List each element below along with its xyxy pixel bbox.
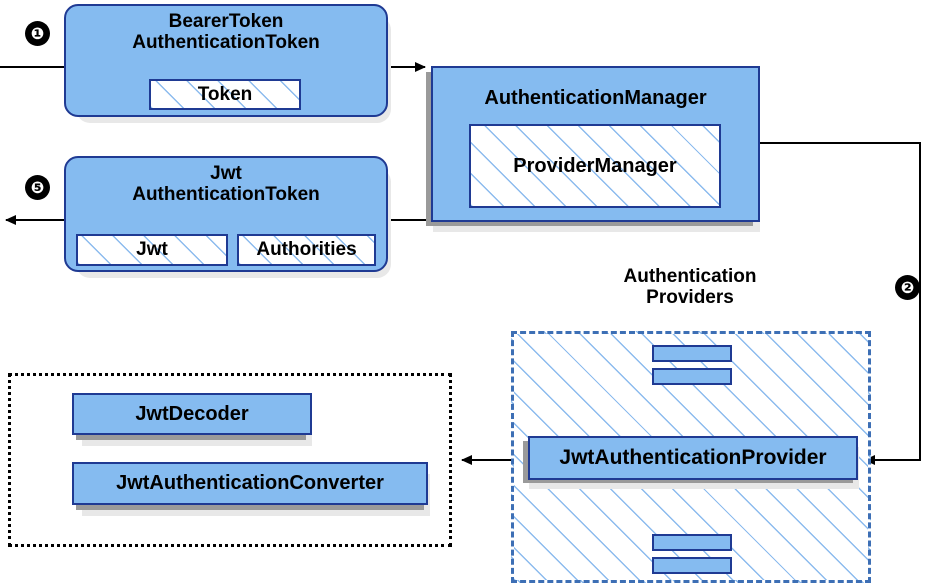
jwt-token-title-line1: Jwt bbox=[210, 163, 242, 184]
step-badge-1: ❶ bbox=[25, 21, 50, 46]
auth-manager-compartment-providermanager: ProviderManager bbox=[469, 124, 721, 208]
authentication-providers-caption: Authentication Providers bbox=[590, 266, 790, 309]
provider-manager-label: ProviderManager bbox=[513, 154, 677, 177]
provider-placeholder-bar-top-2 bbox=[652, 368, 732, 385]
jwt-decoder-label: JwtDecoder bbox=[135, 402, 249, 425]
bearer-token-compartment-token: Token bbox=[149, 79, 301, 110]
bearer-token-title-line1: BearerToken bbox=[168, 11, 284, 32]
jwt-provider-label: JwtAuthenticationProvider bbox=[559, 446, 827, 469]
provider-placeholder-bar-top-1 bbox=[652, 345, 732, 362]
auth-manager-title: AuthenticationManager bbox=[484, 87, 707, 109]
providers-caption-line2: Providers bbox=[646, 287, 734, 309]
jwt-label: Jwt bbox=[136, 239, 168, 260]
token-label: Token bbox=[197, 83, 253, 105]
jwt-token-compartment-authorities: Authorities bbox=[237, 234, 376, 266]
jwt-token-compartment-jwt: Jwt bbox=[76, 234, 228, 266]
authorities-label: Authorities bbox=[256, 239, 357, 260]
providers-caption-line1: Authentication bbox=[623, 266, 757, 287]
provider-placeholder-bar-bottom-2 bbox=[652, 557, 732, 574]
jwt-authentication-provider-node[interactable]: JwtAuthenticationProvider bbox=[528, 436, 858, 480]
jwt-authentication-converter-node[interactable]: JwtAuthenticationConverter bbox=[72, 462, 428, 505]
step-badge-5: ❺ bbox=[25, 175, 50, 200]
jwt-token-title-line2: AuthenticationToken bbox=[132, 183, 320, 205]
jwt-converter-label: JwtAuthenticationConverter bbox=[116, 472, 384, 494]
jwt-decoder-node[interactable]: JwtDecoder bbox=[72, 393, 312, 435]
bearer-token-title-line2: AuthenticationToken bbox=[132, 31, 320, 53]
step-badge-2: ❷ bbox=[895, 275, 920, 300]
provider-placeholder-bar-bottom-1 bbox=[652, 534, 732, 551]
